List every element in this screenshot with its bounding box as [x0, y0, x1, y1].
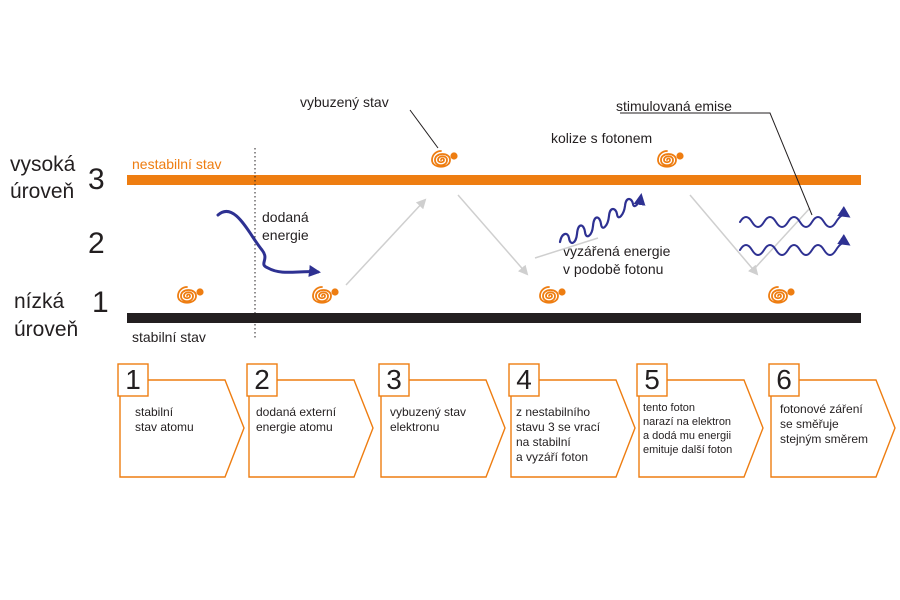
step-5-line-2: narazí na elektron: [643, 416, 732, 428]
step-3-line-1: vybuzený stav: [390, 405, 467, 419]
step-text-1: stabilní stav atomu: [135, 405, 194, 435]
step-5-line-1: tento foton: [643, 402, 695, 414]
unstable-state-label: nestabilní stav: [132, 156, 222, 172]
step-chevron-1: [119, 379, 245, 478]
electron-icon-5: [657, 150, 685, 168]
step-4-line-4: a vyzáří foton: [516, 450, 589, 464]
step-number-3: 3: [386, 364, 402, 395]
step-2-line-2: energie atomu: [256, 420, 333, 434]
step-5-line-4: emituje další foton: [643, 444, 733, 456]
stimulated-trace-line: [754, 207, 811, 269]
step-4-line-2: stavu 3 se vrací: [516, 420, 601, 434]
electron-icon-1: [177, 286, 205, 304]
stable-level-bar: [127, 313, 861, 323]
emitted-energy-label-line1: vyzářená energie: [563, 243, 671, 259]
step-6-line-1: fotonové záření: [780, 402, 863, 416]
step-chevron-5: [638, 379, 764, 478]
high-level-name-line2: úroveň: [10, 180, 75, 203]
electron-icon-6: [768, 286, 796, 304]
low-level-number: 1: [92, 286, 109, 319]
step-number-5: 5: [644, 364, 660, 395]
excitation-arrow: [345, 198, 427, 286]
low-level-name-line2: úroveň: [14, 318, 79, 341]
energy-label-line1: dodaná: [262, 209, 309, 225]
step-text-3: vybuzený stav elektronu: [390, 405, 466, 435]
step-number-1: 1: [125, 364, 141, 395]
electron-icon-3: [431, 150, 459, 168]
excited-leader-line: [409, 109, 439, 149]
stimulated-photon-wave-icon-2: [739, 234, 851, 256]
step-text-6: fotonové záření se směřuje stejným směre…: [780, 402, 868, 447]
step-number-6: 6: [776, 364, 792, 395]
step-2-line-1: dodaná externí: [256, 405, 337, 419]
step-5-line-3: a dodá mu energii: [643, 430, 732, 442]
step-4-line-3: na stabilní: [516, 435, 571, 449]
step-3-line-2: elektronu: [390, 420, 440, 434]
stimulated-photon-wave-icon: [739, 206, 851, 228]
step-chevrons: [119, 379, 896, 478]
stimulated-leader-line: [620, 112, 813, 216]
stimulated-decay-arrow: [689, 194, 759, 276]
unstable-level-bar: [127, 175, 861, 185]
photon-trace-line: [534, 237, 599, 259]
step-text-2: dodaná externí energie atomu: [256, 405, 336, 435]
excited-state-label: vybuzený stav: [300, 94, 389, 110]
mid-level-number: 2: [88, 227, 105, 260]
step-chevron-2: [248, 379, 374, 478]
incoming-energy-wave-icon: [216, 210, 321, 277]
step-chevron-6: [770, 379, 896, 478]
collision-label: kolize s fotonem: [551, 130, 653, 146]
step-4-line-1: z nestabilního: [516, 405, 591, 419]
step-6-line-3: stejným směrem: [780, 432, 869, 446]
stimulated-emission-label: stimulovaná emise: [616, 98, 732, 114]
emitted-energy-label-line2: v podobě fotonu: [563, 261, 664, 277]
step-number-2: 2: [254, 364, 270, 395]
decay-arrow: [457, 194, 529, 276]
step-chevron-4: [510, 379, 636, 478]
stable-state-label: stabilní stav: [132, 329, 206, 345]
step-number-boxes: [117, 363, 800, 397]
low-level-name-line1: nízká: [14, 290, 65, 313]
electron-icon-2: [312, 286, 340, 304]
step-number-4: 4: [516, 364, 532, 395]
photon-wave-icon: [558, 193, 646, 244]
high-level-number: 3: [88, 163, 105, 196]
energy-label-line2: energie: [262, 227, 309, 243]
electron-icon-4: [539, 286, 567, 304]
step-1-line-2: stav atomu: [135, 420, 194, 434]
step-6-line-2: se směřuje: [780, 417, 839, 431]
high-level-name-line1: vysoká: [10, 153, 76, 176]
step-1-line-1: stabilní: [135, 405, 174, 419]
step-text-5: tento foton narazí na elektron a dodá mu…: [643, 401, 732, 457]
step-chevron-3: [380, 379, 506, 478]
step-text-4: z nestabilního stavu 3 se vrací na stabi…: [516, 405, 600, 465]
